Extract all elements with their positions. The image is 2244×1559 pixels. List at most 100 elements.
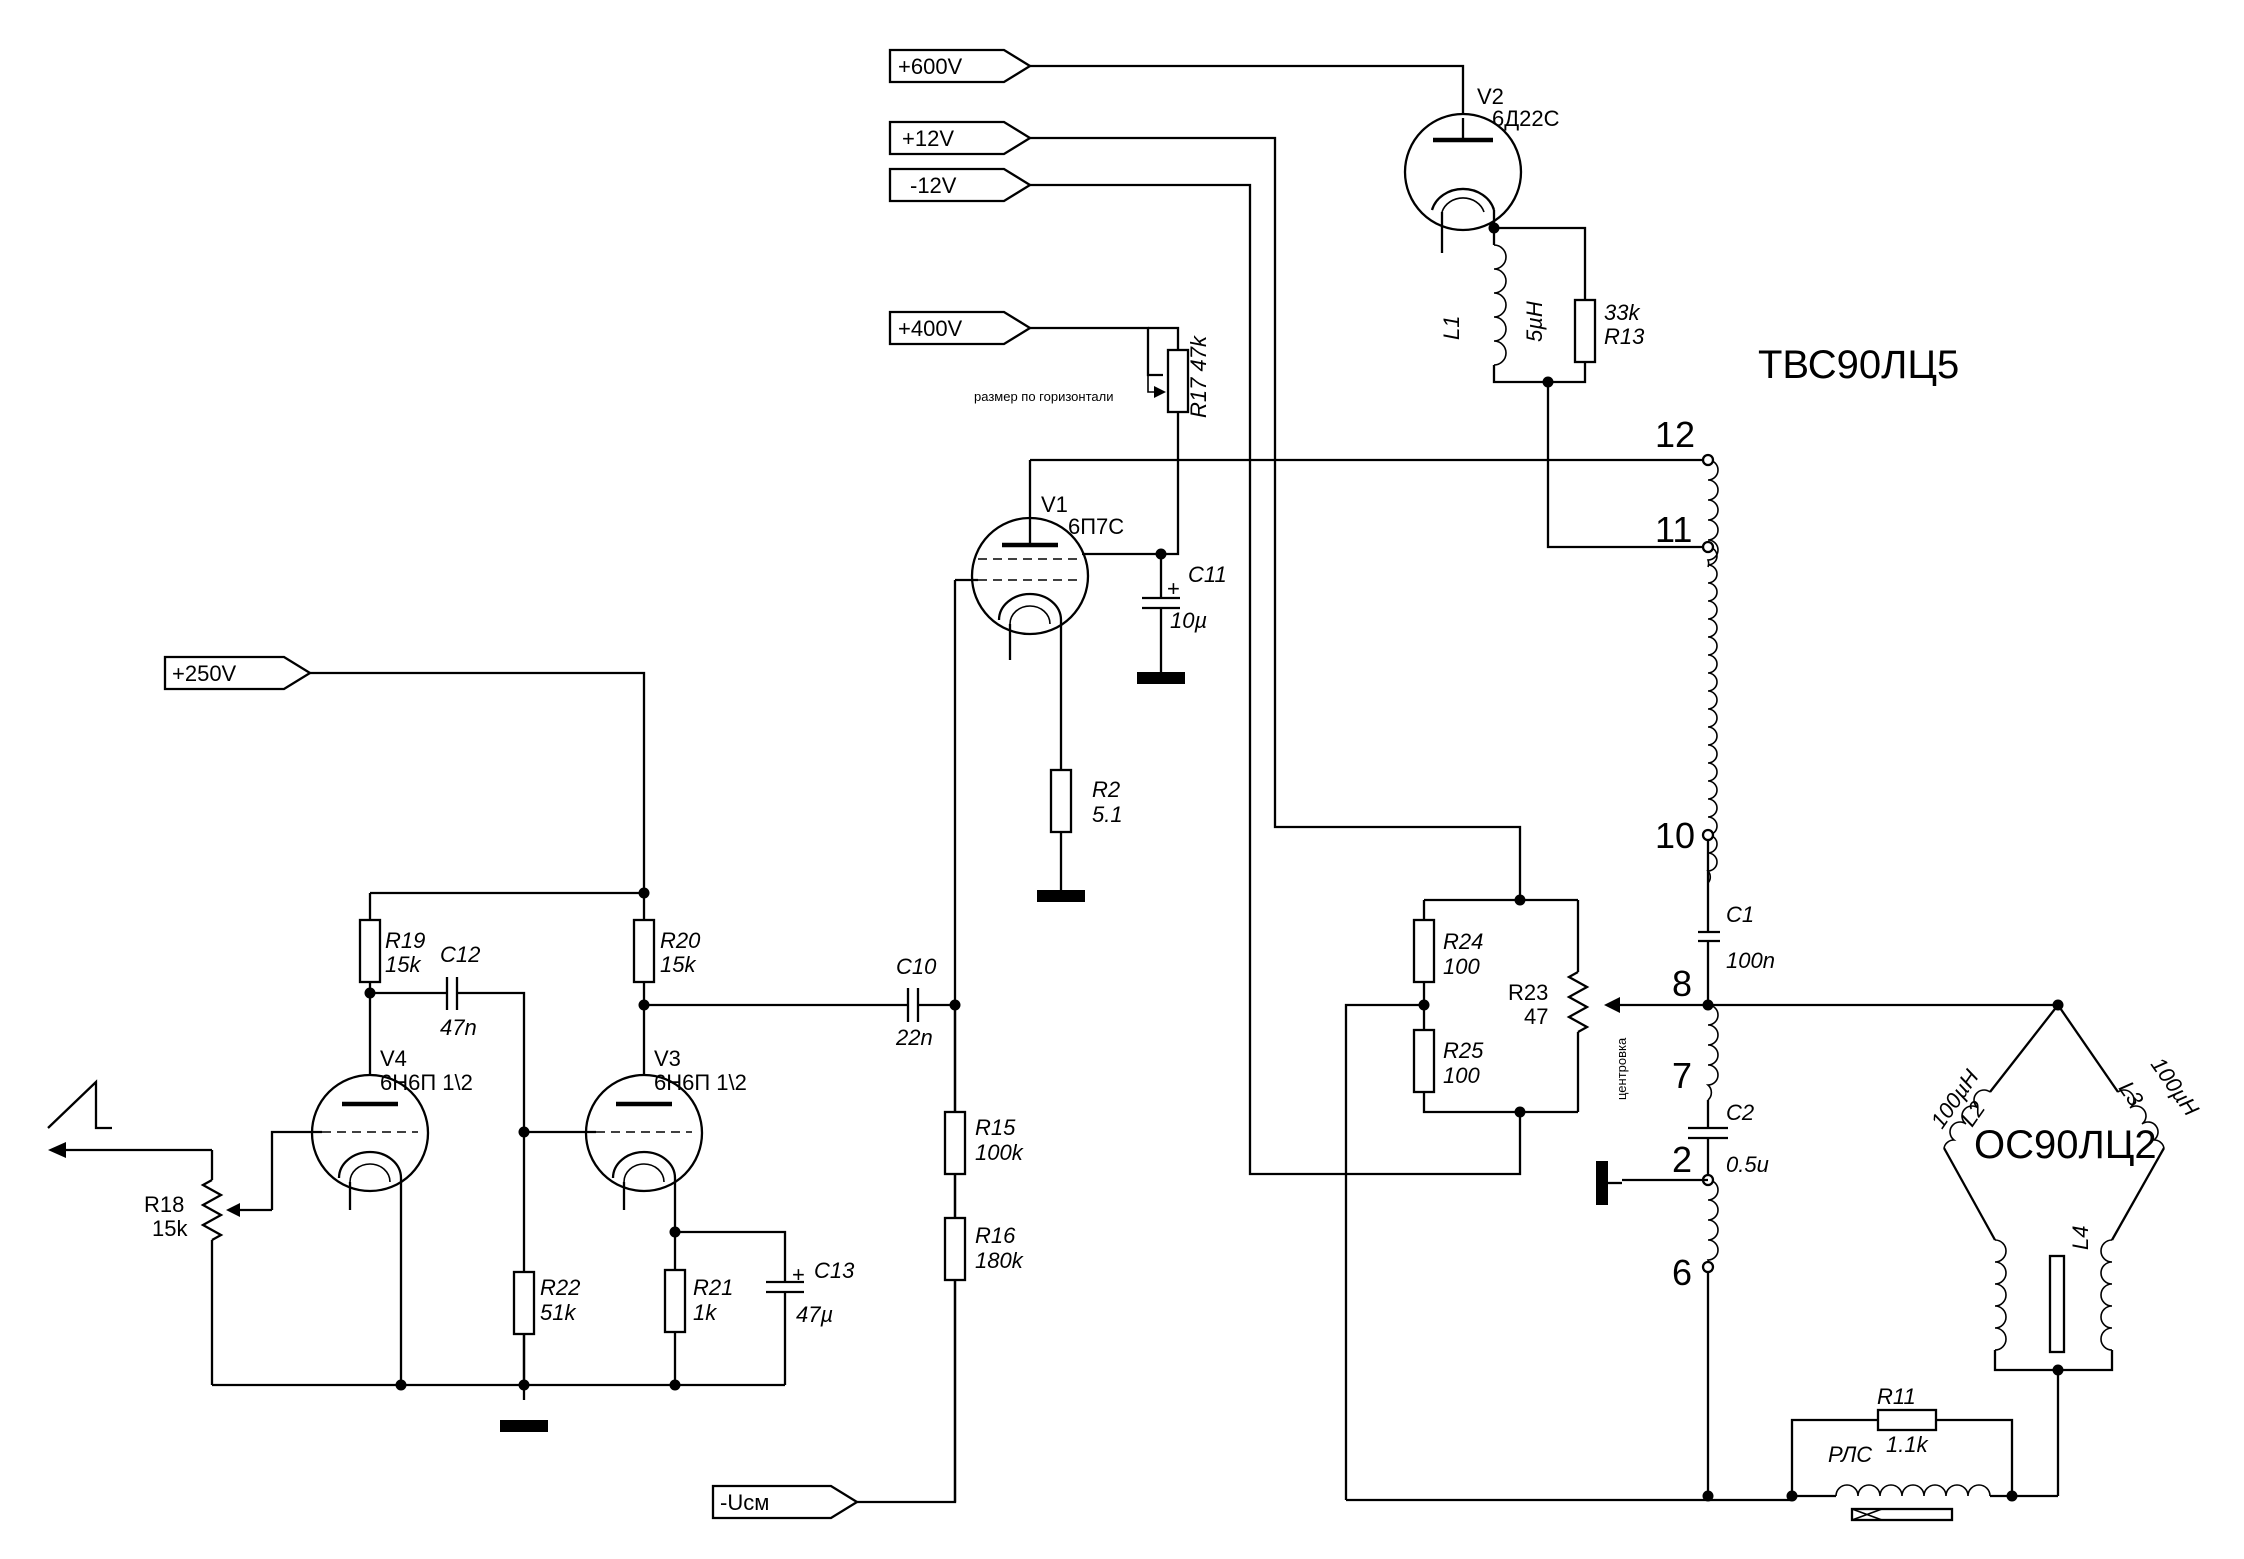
resistor-r25 (1412, 1028, 1436, 1094)
r13-ref: R13 (1604, 324, 1645, 349)
c11-ref: C11 (1188, 562, 1227, 587)
r25-ref: R25 (1443, 1038, 1484, 1063)
pin-10: 10 (1655, 815, 1695, 856)
yoke-name: ОС90ЛЦ2 (1974, 1123, 2157, 1167)
r15-value: 100k (975, 1140, 1024, 1165)
v2-type: 6Д22С (1492, 106, 1560, 131)
r16-value: 180k (975, 1248, 1024, 1273)
r18-ref: R18 (144, 1192, 184, 1217)
v2-ref: V2 (1477, 84, 1504, 109)
tube-v4: V4 6Н6П 1\2 (310, 1046, 473, 1385)
resistor-r21 (663, 1268, 687, 1334)
r2-ref: R2 (1092, 777, 1120, 802)
pin-11: 11 (1655, 509, 1692, 550)
v4-type: 6Н6П 1\2 (380, 1070, 473, 1095)
r18-value: 15k (152, 1216, 188, 1241)
resistor-r17 (1166, 348, 1190, 414)
r23-ref: R23 (1508, 980, 1548, 1005)
transformer-tvs90lc5 (1688, 459, 1728, 1496)
r19-ref: R19 (385, 928, 425, 953)
resistor-r19 (358, 918, 382, 984)
v1-type: 6П7С (1068, 514, 1124, 539)
inductor-rls (1835, 1484, 1991, 1497)
deflection-yoke (1942, 1004, 2166, 1372)
rail-tag-400v: +400V (888, 310, 1033, 346)
c2-value: 0.5u (1726, 1152, 1769, 1177)
r22-value: 51k (540, 1300, 576, 1325)
hsize-note: размер по горизонтали (974, 389, 1113, 404)
pin-7: 7 (1672, 1055, 1692, 1096)
c13-value: 47µ (796, 1302, 833, 1327)
r20-value: 15k (660, 952, 696, 977)
resistor-r23 (1566, 970, 1590, 1034)
rail-label-ucm: -Uсм (720, 1490, 769, 1515)
inductor-l4 (2048, 1254, 2066, 1354)
c10-ref: C10 (896, 954, 937, 979)
r24-value: 100 (1443, 954, 1480, 979)
c10-value: 22n (895, 1025, 933, 1050)
rail-label-250v: +250V (172, 661, 237, 686)
r15-ref: R15 (975, 1115, 1016, 1140)
inductor-l3 (2117, 1089, 2165, 1149)
c13-plus: + (792, 1262, 805, 1287)
r19-value: 15k (385, 952, 421, 977)
r16-ref: R16 (975, 1223, 1016, 1248)
c12-value: 47n (440, 1015, 477, 1040)
l1-ref: L1 (1439, 316, 1464, 340)
c2-ref: C2 (1726, 1100, 1754, 1125)
sawtooth-signal-icon (47, 1079, 112, 1130)
pin-6: 6 (1672, 1252, 1692, 1293)
rail-label-600v: +600V (898, 54, 963, 79)
r25-value: 100 (1443, 1063, 1480, 1088)
inductor-l2 (1943, 1089, 1991, 1149)
pin-2: 2 (1672, 1139, 1692, 1180)
c13-ref: C13 (814, 1258, 855, 1283)
inductor-l1 (1493, 244, 1507, 366)
pin-8: 8 (1672, 963, 1692, 1004)
tube-v2: V2 6Д22С (1403, 84, 1560, 253)
c12-ref: C12 (440, 942, 480, 967)
resistor-r13 (1573, 298, 1597, 364)
transformer-name: ТВС90ЛЦ5 (1758, 343, 1959, 387)
r20-ref: R20 (660, 928, 701, 953)
resistor-r24 (1412, 918, 1436, 984)
l1-value: 5µH (1522, 301, 1547, 342)
l4-ref: L4 (2068, 1226, 2093, 1250)
pin-12: 12 (1655, 414, 1695, 455)
c1-value: 100n (1726, 948, 1775, 973)
rail-tag-600v: +600V (888, 48, 1033, 84)
tube-v3: V3 6Н6П 1\2 (584, 1046, 747, 1232)
r17-ref: R17 47k (1186, 335, 1211, 418)
r11-ref: R11 (1877, 1384, 1916, 1409)
r24-ref: R24 (1443, 929, 1483, 954)
centering-note: центровка (1614, 1037, 1629, 1100)
l3-value: 100µH (2146, 1053, 2204, 1121)
tube-v1: V1 6П7С (970, 460, 1124, 700)
resistor-r15 (943, 1110, 967, 1176)
rail-label-minus-12v: -12V (910, 173, 957, 198)
ground-icon (1596, 1161, 1608, 1205)
r22-ref: R22 (540, 1275, 580, 1300)
rail-label-400v: +400V (898, 316, 963, 341)
v4-ref: V4 (380, 1046, 407, 1071)
rail-tag-minus-12v: -12V (888, 167, 1033, 203)
r21-value: 1k (693, 1300, 717, 1325)
vacuum-tube-icon (1403, 112, 1523, 232)
rail-label-12v: +12V (902, 126, 954, 151)
resistor-r11 (1876, 1408, 1938, 1432)
resistor-r18 (200, 1178, 224, 1242)
v1-ref: V1 (1041, 492, 1068, 517)
r13-value: 33k (1604, 300, 1640, 325)
c11-value: 10µ (1170, 608, 1207, 633)
rail-tag-12v: +12V (888, 120, 1033, 156)
l3-ref: L3 (2114, 1077, 2149, 1112)
r2-value: 5.1 (1092, 802, 1123, 827)
c1-ref: C1 (1726, 902, 1754, 927)
c11-plus: + (1167, 576, 1180, 601)
resistor-r16 (943, 1216, 967, 1282)
v3-ref: V3 (654, 1046, 681, 1071)
v3-type: 6Н6П 1\2 (654, 1070, 747, 1095)
rail-tag-ucm: -Uсм (711, 1484, 860, 1520)
rail-tag-250v: +250V (163, 655, 313, 691)
